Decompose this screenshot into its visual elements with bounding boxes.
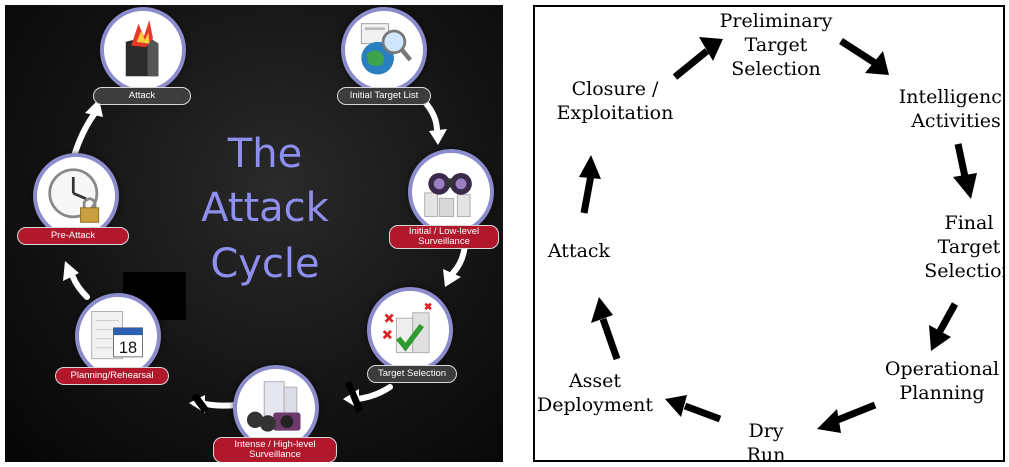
binoculars-buildings-icon xyxy=(408,149,494,235)
step-operational-planning: Operational Planning xyxy=(879,357,1003,405)
text-cycle-arrows xyxy=(579,37,977,433)
step-final-target-selection: Final Target Selection xyxy=(919,211,1005,283)
calendar-day: 18 xyxy=(119,339,137,357)
arrowhead-2 xyxy=(443,269,461,287)
attack-cycle-text-diagram: Preliminary Target Selection Intelligenc… xyxy=(533,5,1005,462)
cycle-arrows xyxy=(63,94,468,413)
step-operational-planning-label: Operational Planning xyxy=(884,358,1000,404)
arrowhead-1 xyxy=(429,129,447,145)
arrowhead-intelligence-to-final xyxy=(953,173,977,199)
step-preliminary-target-selection-label: Preliminary Target Selection xyxy=(719,10,833,80)
arrowhead-asset-to-attack xyxy=(591,297,613,323)
stage-high-level-surveillance-label: Intense / High-level Surveillance xyxy=(213,437,337,462)
step-intelligence-activities: Intelligence Activities xyxy=(891,85,1005,133)
stage-initial-target-list-label: Initial Target List xyxy=(337,87,431,105)
step-dry-run-label: Dry Run xyxy=(746,420,786,462)
arrow-4 xyxy=(198,400,240,409)
arrow-6 xyxy=(72,110,98,156)
arrow-intelligence-to-final xyxy=(954,143,969,178)
globe-magnifier-icon xyxy=(341,7,427,93)
step-closure-exploitation: Closure / Exploitation xyxy=(545,77,685,125)
arrowhead-operational-to-dry-run xyxy=(817,409,841,433)
arrow-asset-to-attack xyxy=(599,317,621,361)
arrow-notch-3 xyxy=(345,381,363,413)
arrowhead-final-to-operational xyxy=(929,325,951,351)
calendar-building-icon: 18 xyxy=(75,293,161,379)
arrowhead-dry-run-to-asset xyxy=(665,395,687,417)
arrowhead-5 xyxy=(63,261,79,281)
step-preliminary-target-selection: Preliminary Target Selection xyxy=(701,9,851,81)
stage-planning-rehearsal-label: Planning/Rehearsal xyxy=(55,367,169,385)
stage-pre-attack-label: Pre-Attack xyxy=(17,227,129,245)
arrow-5 xyxy=(70,274,90,300)
step-final-target-selection-label: Final Target Selection xyxy=(924,212,1005,282)
arrowhead-preliminary-to-intelligence xyxy=(865,51,889,75)
step-asset-deployment-label: Asset Deployment xyxy=(536,370,654,416)
step-attack-label: Attack xyxy=(547,240,611,262)
camera-binoculars-icon xyxy=(233,365,319,451)
stage-target-selection-label: Target Selection xyxy=(367,365,457,383)
cycle-title-line-2: Attack xyxy=(201,185,329,231)
stage-low-level-surveillance-label: Initial / Low-level Surveillance xyxy=(389,225,499,249)
step-asset-deployment: Asset Deployment xyxy=(535,369,655,417)
step-attack: Attack xyxy=(541,239,617,263)
clock-padlock-icon xyxy=(33,153,119,239)
step-closure-exploitation-label: Closure / Exploitation xyxy=(556,78,674,124)
arrow-attack-to-closure xyxy=(580,174,595,214)
attack-cycle-diagram: The Attack Cycle Attack Initial T xyxy=(5,5,503,462)
cycle-title-line-3: Cycle xyxy=(210,241,320,287)
arrow-preliminary-to-intelligence xyxy=(839,38,877,66)
step-dry-run: Dry Run xyxy=(731,419,801,462)
arrowhead-closure-to-preliminary xyxy=(699,37,723,61)
arrow-dry-run-to-asset xyxy=(683,402,722,423)
burning-building-icon xyxy=(100,7,186,93)
step-intelligence-activities-label: Intelligence Activities xyxy=(898,86,1005,132)
arrow-final-to-operational xyxy=(936,302,959,333)
arrow-3 xyxy=(354,384,393,402)
cycle-title-line-1: The xyxy=(227,131,303,177)
arrow-notch-4 xyxy=(191,393,209,413)
arrowhead-attack-to-closure xyxy=(579,155,601,179)
arrow-operational-to-dry-run xyxy=(833,401,877,425)
buildings-checkmark-icon xyxy=(367,287,453,373)
stage-attack-label: Attack xyxy=(93,87,191,105)
arrow-closure-to-preliminary xyxy=(672,48,710,80)
